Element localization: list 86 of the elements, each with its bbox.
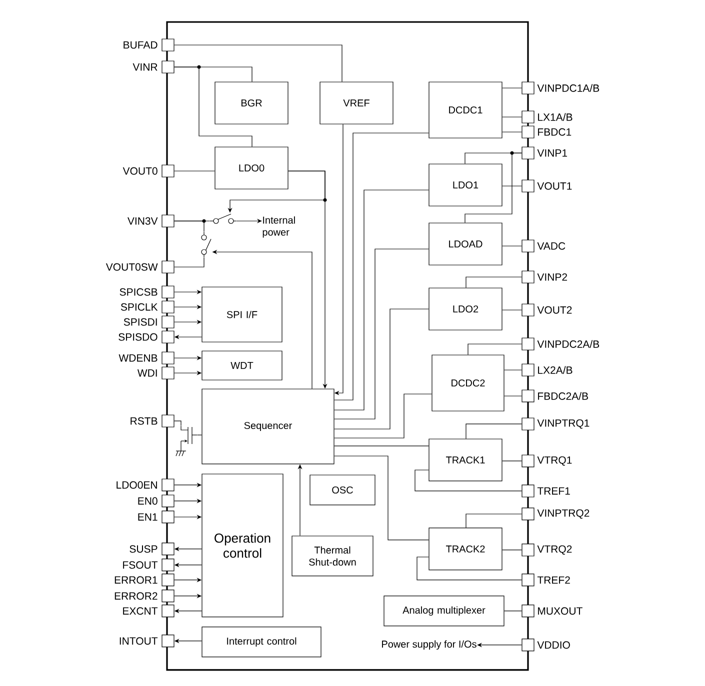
signal-line [468,344,522,355]
function-block: LDO1 [428,164,502,206]
pin-label: RSTB [130,417,158,425]
pin-label: LX2A/B [538,366,572,374]
pin-label: SPISDO [118,333,158,341]
function-block: DCDC2 [432,354,504,412]
pin-label: TREF1 [537,487,570,495]
pin-label: LX1A/B [538,113,572,121]
function-block: OSC [310,474,376,506]
signal-line [504,610,522,612]
pin-label: EN0 [138,497,158,505]
signal-line [174,420,182,426]
transistor-symbol [176,426,198,456]
function-block: Operation control [202,474,284,618]
function-block: VREF [320,82,394,124]
pin-label: FBDC1 [538,128,572,136]
signal-line [174,220,204,232]
pin-label: VADC [537,242,566,250]
signal-line [174,256,204,268]
pin-label: VIN3V [128,217,158,225]
pin-label: VOUT2 [537,306,572,314]
pin-label: TREF2 [537,576,570,584]
signal-line [334,456,429,540]
function-block: TRACK2 [428,528,502,570]
pin-label: VOUT0SW [106,263,158,271]
signal-line [502,116,522,118]
pin-label: ERROR1 [114,576,158,584]
signal-line [196,434,202,436]
pin-label: VTRQ1 [537,456,572,466]
pin-label: VINPDC2A/B [537,340,600,348]
pin-label: EXCNT [123,607,158,615]
function-block: SPI I/F [202,286,282,342]
function-block: Analog multiplexer [384,596,504,626]
signal-line [334,248,429,420]
pin-label: LDO0EN [116,481,157,489]
signal-line [466,276,522,288]
switch-symbol [201,232,212,258]
signal-line [416,556,522,580]
function-block: LDOAD [428,222,502,266]
pin-label: SPISDI [124,318,157,326]
signal-line [502,460,522,462]
note-text: Internal power [262,216,295,238]
function-block: Thermal Shut-down [292,536,374,576]
function-block: BGR [214,82,288,124]
pin-label: VOUT0 [122,167,158,175]
pin-label: MUXOUT [538,607,582,615]
pin-label: VINPTRQ2 [537,509,590,519]
pin-label: VINP2 [537,273,567,281]
pin-label: VOUT1 [537,182,572,190]
signal-line [466,514,522,528]
signal-line [174,66,252,147]
signal-line [334,394,432,438]
signal-line [174,170,215,172]
pin-label: FSOUT [123,561,158,569]
switch-symbol [210,214,236,224]
signal-line [334,308,429,430]
function-block: WDT [202,350,282,380]
pin-label: ERROR2 [114,592,158,600]
note-text: Power supply for I/Os [382,640,476,650]
pin-label: VINPDC1A/B [537,84,600,92]
pin-label: SPICLK [120,303,158,311]
function-block: LDO0 [214,146,288,190]
function-block: TRACK1 [428,438,502,482]
pin-label: SUSP [130,545,158,553]
pin-label: WDENB [118,354,158,362]
pin-label: INTOUT [120,637,158,645]
function-block: Interrupt control [202,626,322,658]
signal-line [334,132,429,400]
pin-label: VTRQ2 [537,545,572,555]
function-block: Sequencer [202,388,334,464]
signal-line [334,190,429,410]
pin-label: BUFAD [124,41,158,49]
pin-label: EN1 [138,513,158,521]
pin-label: VDDIO [537,641,570,649]
pin-label: FBDC2A/B [538,392,588,400]
pin-label: VINPTRQ1 [537,419,590,429]
signal-line [464,152,522,223]
signal-line [466,424,522,439]
pin-label: VINP1 [537,149,568,157]
function-block: LDO2 [428,288,502,330]
function-block: DCDC1 [428,82,502,138]
pin-label: VINR [132,63,158,71]
pin-label: SPICSB [120,288,158,296]
signal-line [174,44,342,82]
pin-label: WDI [137,369,157,377]
signal-line [414,470,522,492]
